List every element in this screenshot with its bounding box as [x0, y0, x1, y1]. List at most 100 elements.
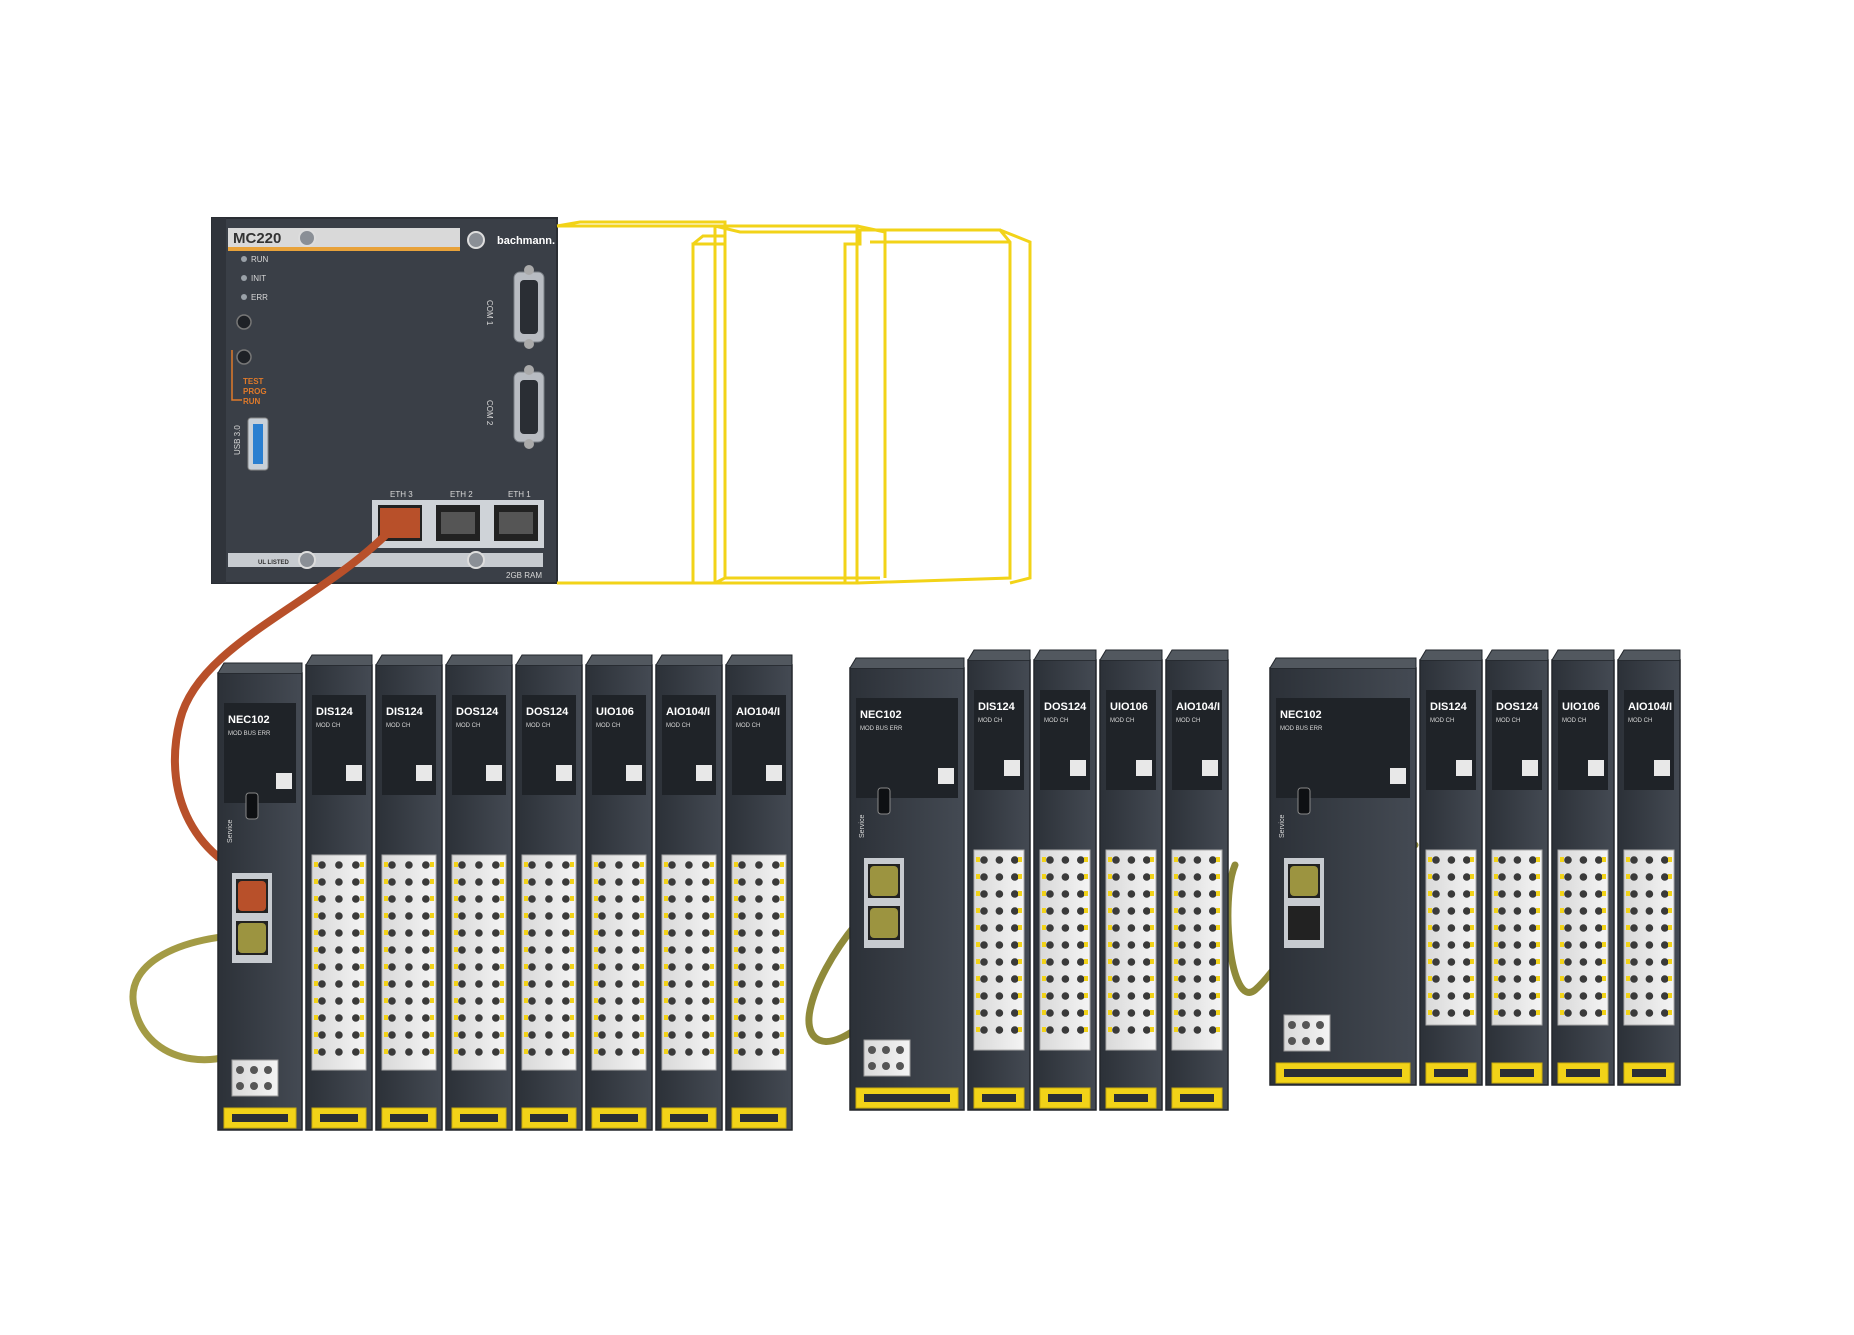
module-name-label: UIO106	[596, 706, 634, 718]
module-name-label: NEC102	[228, 714, 270, 726]
screw-icon	[467, 231, 485, 249]
power-terminal	[863, 1039, 911, 1077]
com2-port[interactable]	[513, 365, 545, 449]
qr-code-icon	[938, 768, 954, 784]
led-label-init: INIT	[251, 274, 266, 283]
qr-code-icon	[486, 765, 502, 781]
qr-code-icon	[1654, 760, 1670, 776]
red-cable	[170, 516, 404, 889]
module-status-label: MOD CH	[526, 723, 550, 729]
qr-code-icon	[1004, 760, 1020, 776]
service-label: Service	[227, 820, 234, 843]
expansion-slot-wireframe	[556, 220, 1032, 585]
qr-code-icon	[416, 765, 432, 781]
module-name-label: AIO104/I	[666, 706, 710, 718]
module-status-label: MOD CH	[1562, 718, 1586, 724]
module-name-label: DOS124	[1496, 701, 1539, 713]
module-name-label: DOS124	[456, 706, 499, 718]
controller-model-label: MC220	[233, 230, 281, 247]
module-status-label: MOD CH	[1496, 718, 1520, 724]
eth2-label: ETH 2	[450, 490, 473, 499]
module-name-label: NEC102	[860, 709, 902, 721]
mode-run: RUN	[243, 397, 261, 406]
qr-code-icon	[276, 773, 292, 789]
cable-plug	[238, 881, 266, 911]
module-name-label: UIO106	[1110, 701, 1148, 713]
rotary-switch-icon[interactable]	[236, 314, 252, 330]
screw-icon	[298, 229, 316, 247]
module-name-label: DIS124	[1430, 701, 1468, 713]
qr-code-icon	[1588, 760, 1604, 776]
mode-prog: PROG	[243, 387, 267, 396]
ram-label: 2GB RAM	[506, 571, 542, 580]
module-status-label: MOD BUS ERR	[860, 726, 903, 732]
model-label-plate	[228, 228, 460, 248]
qr-code-icon	[696, 765, 712, 781]
module-status-label: MOD CH	[666, 723, 690, 729]
controller-mc220: MC220 bachmann. RUN INIT ERR TEST PROG R…	[211, 217, 558, 584]
brand-logo: bachmann.	[497, 235, 555, 247]
cable-plug	[870, 866, 898, 896]
qr-code-icon	[626, 765, 642, 781]
service-label: Service	[859, 815, 866, 838]
qr-code-icon	[1456, 760, 1472, 776]
usb-c-service-port[interactable]	[1297, 787, 1311, 815]
com1-port[interactable]	[513, 265, 545, 349]
module-status-label: MOD CH	[386, 723, 410, 729]
module-status-label: MOD CH	[1044, 718, 1068, 724]
status-leds: RUN INIT ERR	[241, 255, 269, 302]
qr-code-icon	[1522, 760, 1538, 776]
module-status-label: MOD CH	[316, 723, 340, 729]
qr-code-icon	[766, 765, 782, 781]
power-terminal	[1283, 1014, 1331, 1052]
module-name-label: DOS124	[1044, 701, 1087, 713]
com2-label: COM 2	[485, 400, 494, 426]
module-status-label: MOD CH	[596, 723, 620, 729]
module-status-label: MOD CH	[736, 723, 760, 729]
mode-test: TEST	[243, 377, 264, 386]
module-status-label: MOD CH	[978, 718, 1002, 724]
usb-c-service-port[interactable]	[877, 787, 891, 815]
qr-code-icon	[1136, 760, 1152, 776]
led-label-run: RUN	[251, 255, 269, 264]
module-name-label: DIS124	[386, 706, 424, 718]
module-name-label: DOS124	[526, 706, 569, 718]
usb-c-service-port[interactable]	[245, 792, 259, 820]
screw-icon	[467, 551, 485, 569]
ethernet-port[interactable]	[1288, 906, 1320, 940]
cert-label: UL LISTED	[258, 560, 290, 566]
module-status-label: MOD CH	[1628, 718, 1652, 724]
module-status-label: MOD CH	[1110, 718, 1134, 724]
module-status-label: MOD CH	[1430, 718, 1454, 724]
module-name-label: AIO104/I	[1628, 701, 1672, 713]
rotary-switch-icon[interactable]	[236, 349, 252, 365]
com1-label: COM 1	[485, 300, 494, 326]
usb-label: USB 3.0	[233, 425, 242, 455]
screw-icon	[298, 551, 316, 569]
module-status-label: MOD CH	[456, 723, 480, 729]
cable-plug	[238, 923, 266, 953]
cable-plug	[1290, 866, 1318, 896]
module-name-label: DIS124	[978, 701, 1016, 713]
module-status-label: MOD BUS ERR	[228, 731, 271, 737]
module-name-label: DIS124	[316, 706, 354, 718]
